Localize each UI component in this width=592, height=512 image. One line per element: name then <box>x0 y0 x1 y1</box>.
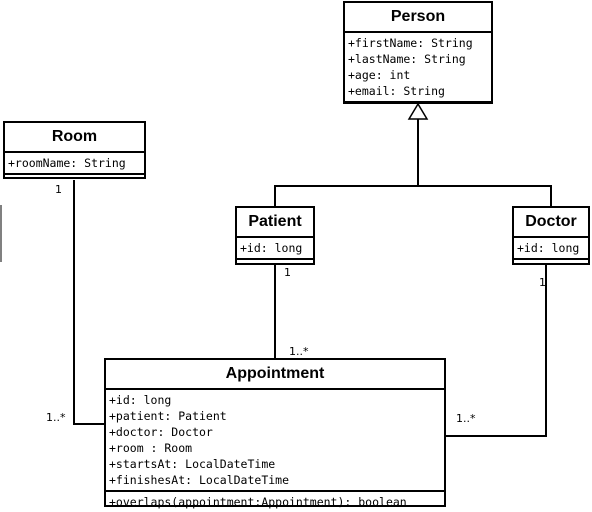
class-name: Appointment <box>106 360 444 390</box>
attribute: +finishesAt: LocalDateTime <box>109 473 290 487</box>
operations-section <box>5 175 144 183</box>
attributes-section: +id: long <box>514 238 588 260</box>
class-name: Room <box>5 123 144 153</box>
class-name: Person <box>345 3 491 33</box>
class-doctor[interactable]: Doctor +id: long <box>512 206 590 265</box>
attributes-section: +id: long <box>237 238 313 260</box>
class-patient[interactable]: Patient +id: long <box>235 206 315 265</box>
multiplicity-patient-end: 1 <box>284 266 291 279</box>
attribute: +roomName: String <box>8 156 126 170</box>
attribute: +email: String <box>348 84 445 98</box>
generalization-arrowhead <box>407 102 429 120</box>
attributes-section: +roomName: String <box>5 153 144 175</box>
multiplicity-patient-appointment-end: 1..* <box>289 345 309 358</box>
attribute: +startsAt: LocalDateTime <box>109 457 276 471</box>
operations-section <box>237 260 313 268</box>
attribute: +firstName: String <box>348 36 473 50</box>
multiplicity-room-end: 1 <box>55 183 62 196</box>
multiplicity-doctor-end: 1 <box>539 276 546 289</box>
operations-section <box>514 260 588 268</box>
attribute: +room : Room <box>109 441 193 455</box>
attribute: +lastName: String <box>348 52 466 66</box>
class-name: Doctor <box>514 208 588 238</box>
generalization-line <box>274 185 552 207</box>
doctor-appointment-association <box>446 265 547 437</box>
class-room[interactable]: Room +roomName: String <box>3 121 146 179</box>
attribute: +id: long <box>240 241 303 255</box>
attribute: +patient: Patient <box>109 409 227 423</box>
operations-section: +overlaps(appointment:Appointment): bool… <box>106 492 444 512</box>
class-name: Patient <box>237 208 313 238</box>
multiplicity-doctor-appointment-end: 1..* <box>456 412 476 425</box>
operation: +overlaps(appointment:Appointment): bool… <box>109 495 407 509</box>
attribute: +id: long <box>517 241 580 255</box>
class-person[interactable]: Person +firstName: String +lastName: Str… <box>343 1 493 104</box>
attribute: +age: int <box>348 68 411 82</box>
room-appointment-association <box>73 180 106 425</box>
attributes-section: +firstName: String +lastName: String +ag… <box>345 33 491 103</box>
operations-section <box>345 103 491 111</box>
attribute: +doctor: Doctor <box>109 425 213 439</box>
attribute: +id: long <box>109 393 172 407</box>
attributes-section: +id: long +patient: Patient +doctor: Doc… <box>106 390 444 492</box>
class-appointment[interactable]: Appointment +id: long +patient: Patient … <box>104 358 446 509</box>
multiplicity-room-appointment-end: 1..* <box>46 411 66 424</box>
